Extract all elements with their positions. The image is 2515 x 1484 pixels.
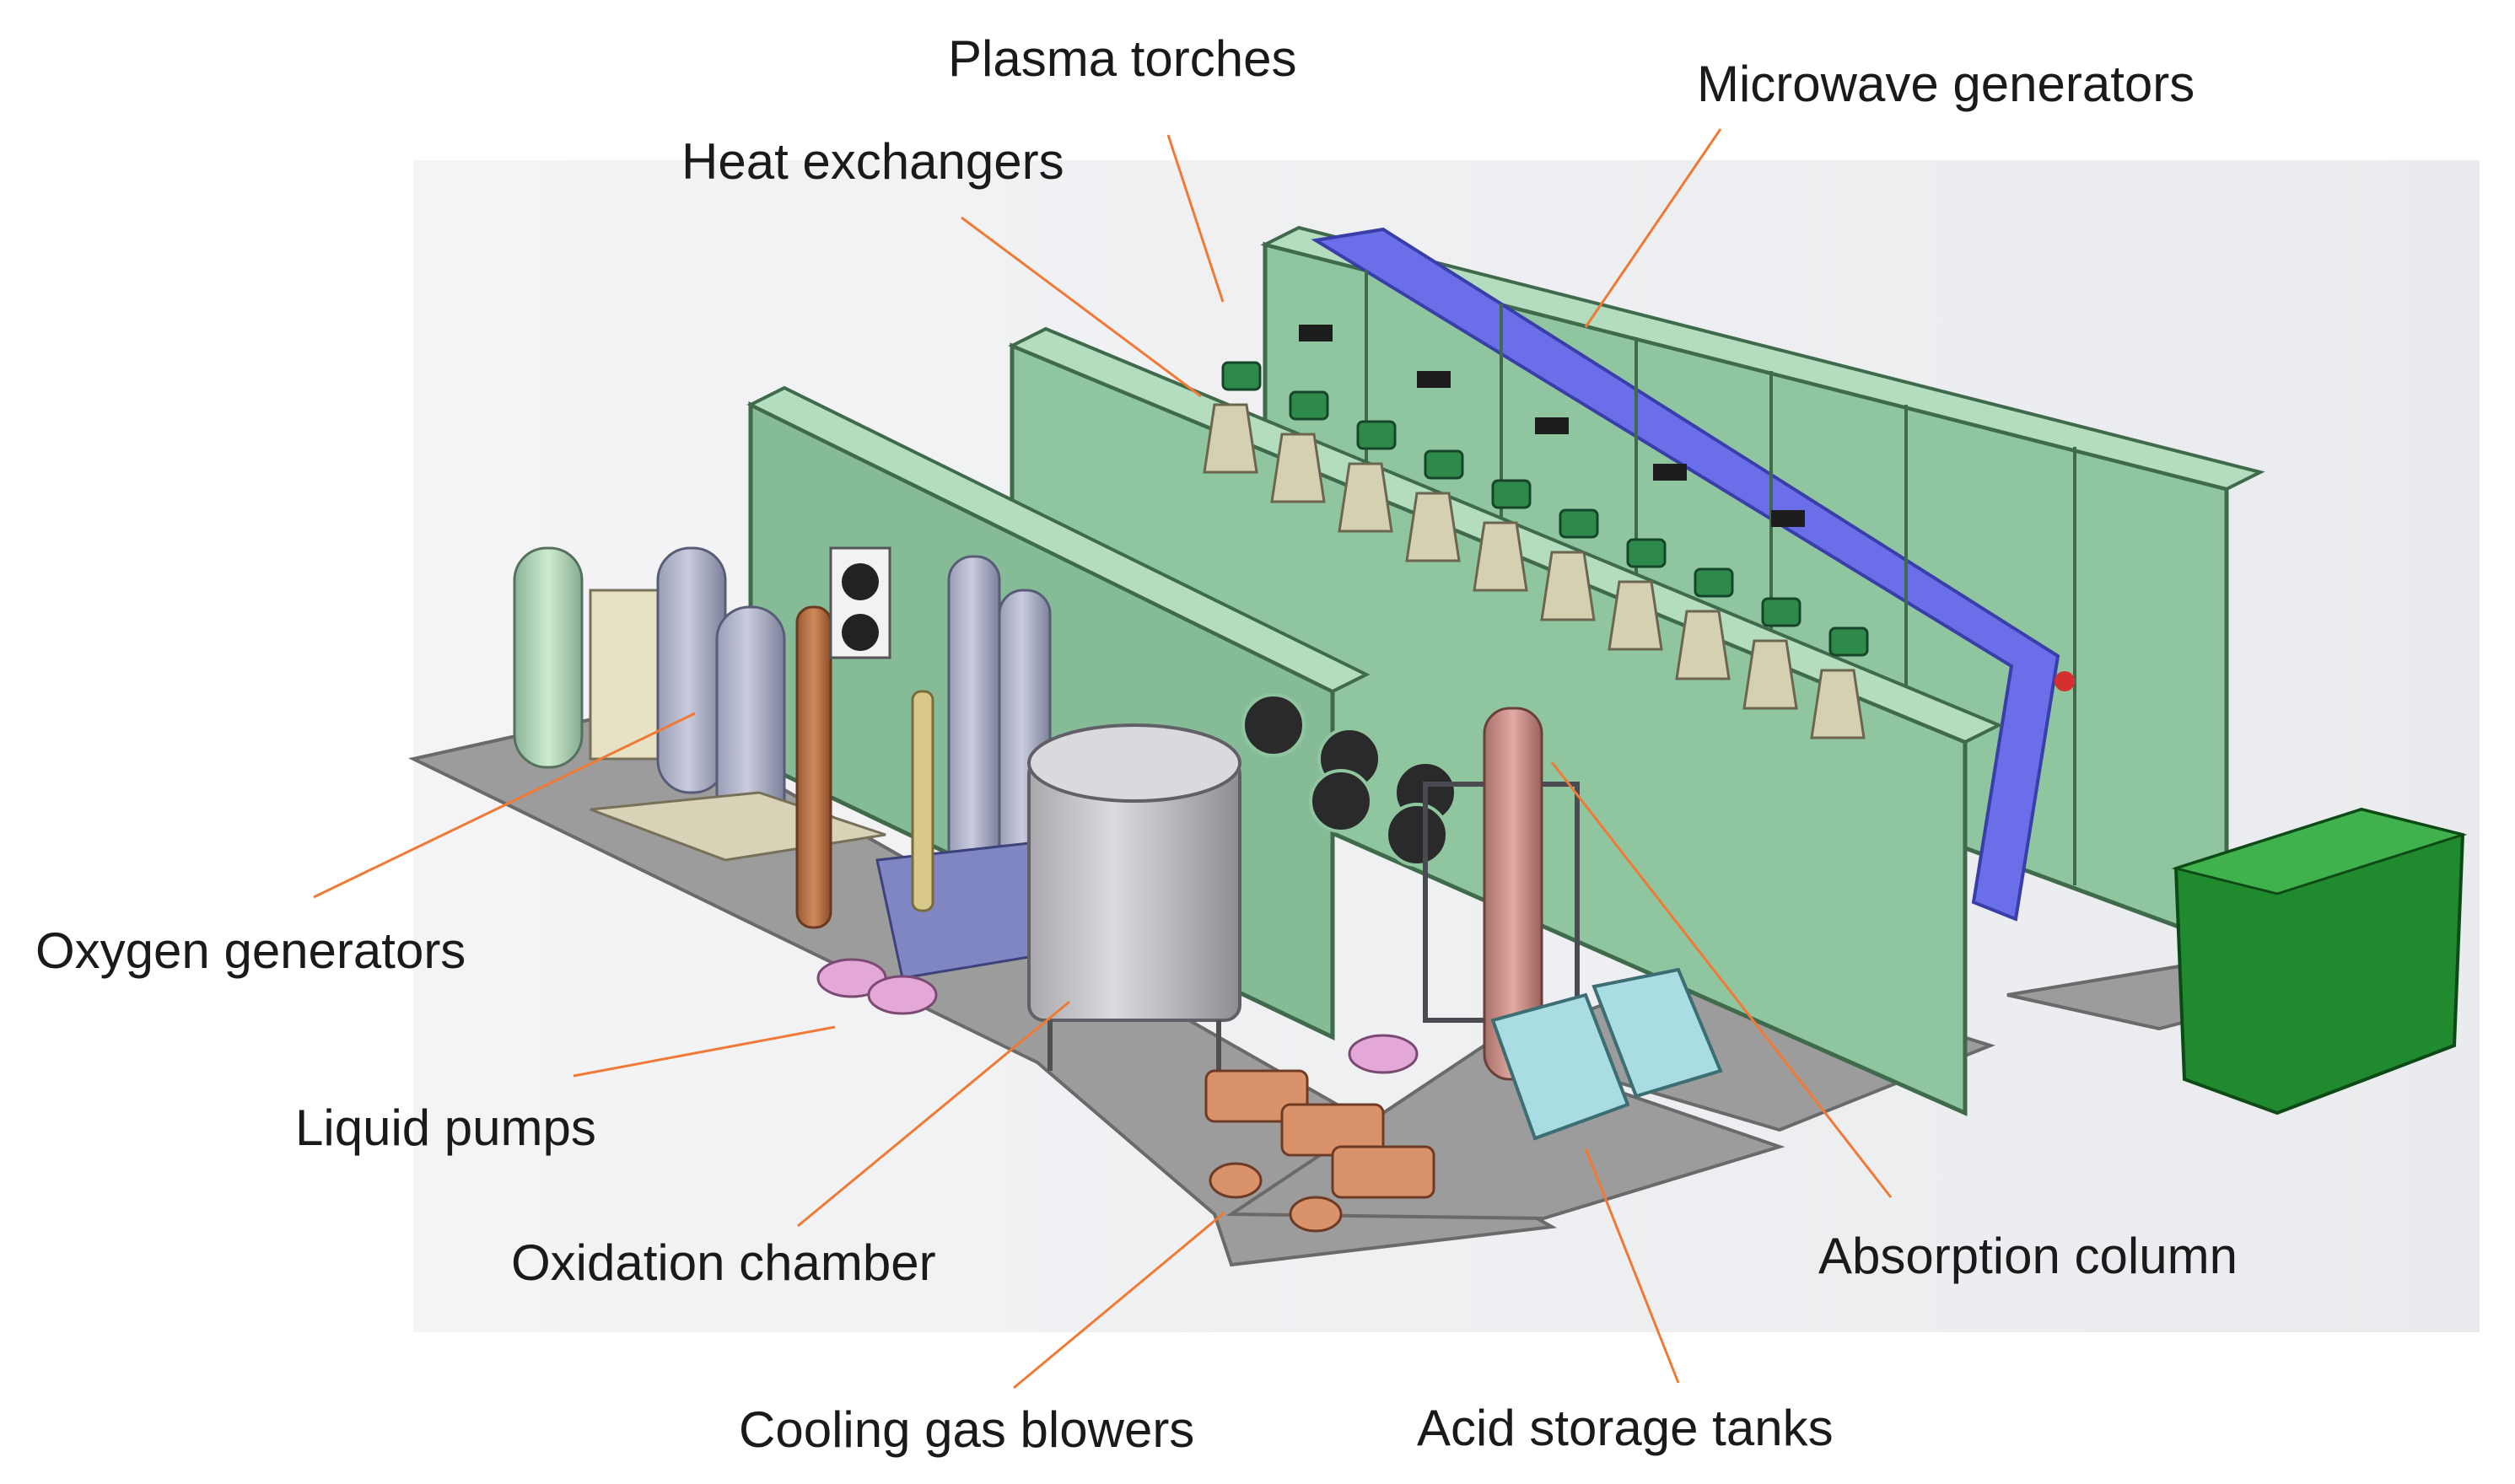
label-heat-exchangers: Heat exchangers xyxy=(681,133,1064,190)
plasma-torch-row xyxy=(1203,403,1866,739)
leader-microwave-generators xyxy=(1584,128,1722,328)
microwave-panel xyxy=(1311,227,2060,922)
label-absorption-column: Absorption column xyxy=(1818,1228,2238,1284)
label-plasma-torches: Plasma torches xyxy=(948,30,1297,87)
cooling-gas-blowers xyxy=(1204,1069,1435,1233)
leader-oxidation-chamber xyxy=(797,1000,1070,1228)
leader-oxygen-generators xyxy=(313,712,696,899)
label-oxygen-generators: Oxygen generators xyxy=(35,922,466,979)
label-liquid-pumps: Liquid pumps xyxy=(295,1100,596,1156)
label-acid-storage-tanks: Acid storage tanks xyxy=(1417,1400,1834,1456)
acid-storage-tanks xyxy=(1490,967,1723,1141)
label-microwave-generators: Microwave generators xyxy=(1697,56,2195,112)
leader-lines xyxy=(313,128,1893,1390)
oxidation-chamber-area xyxy=(875,555,1241,1071)
liquid-pumps xyxy=(816,958,1419,1074)
leader-acid-storage-tanks xyxy=(1584,1148,1680,1384)
leader-plasma-torches xyxy=(1166,134,1225,303)
leader-cooling-gas-blowers xyxy=(1013,1211,1225,1390)
leader-absorption-column xyxy=(1550,761,1893,1198)
leader-heat-exchangers xyxy=(961,216,1202,398)
leader-liquid-pumps xyxy=(573,1025,836,1078)
label-cooling-gas-blowers: Cooling gas blowers xyxy=(739,1401,1195,1458)
oxygen-generator-area xyxy=(513,546,891,929)
electrical-cabinet xyxy=(2171,807,2468,1116)
label-oxidation-chamber: Oxidation chamber xyxy=(511,1234,936,1291)
